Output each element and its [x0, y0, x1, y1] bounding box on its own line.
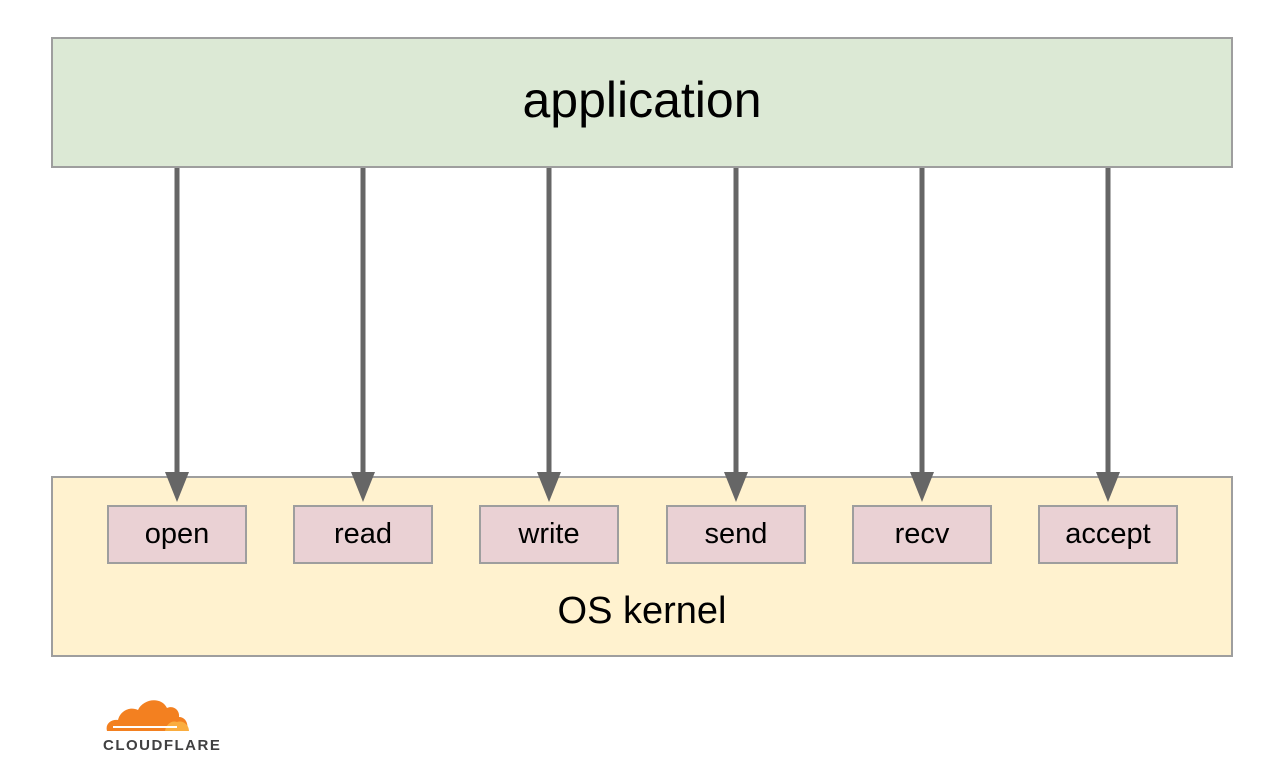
- syscall-send: send: [666, 505, 806, 564]
- cloudflare-logo: CLOUDFLARE: [103, 693, 220, 754]
- arrowhead-write: [537, 472, 561, 502]
- syscall-write: write: [479, 505, 619, 564]
- syscall-label: open: [144, 518, 210, 550]
- arrowhead-recv: [910, 472, 934, 502]
- cloudflare-wordmark: CLOUDFLARE: [103, 737, 222, 754]
- syscall-accept: accept: [1038, 505, 1178, 564]
- arrowhead-send: [724, 472, 748, 502]
- os-kernel-label: OS kernel: [557, 590, 727, 632]
- application-box: application: [51, 37, 1233, 168]
- syscall-label: accept: [1065, 518, 1151, 550]
- syscall-label: recv: [894, 518, 950, 550]
- syscall-open: open: [107, 505, 247, 564]
- arrowhead-read: [351, 472, 375, 502]
- os-kernel-box: OS kernel: [51, 476, 1233, 657]
- arrowhead-accept: [1096, 472, 1120, 502]
- syscall-label: read: [333, 518, 393, 550]
- arrowhead-open: [165, 472, 189, 502]
- syscall-label: write: [518, 518, 580, 550]
- syscall-recv: recv: [852, 505, 992, 564]
- syscall-read: read: [293, 505, 433, 564]
- syscall-label: send: [704, 518, 768, 550]
- application-label: application: [522, 71, 762, 128]
- cloud-icon: [106, 700, 189, 731]
